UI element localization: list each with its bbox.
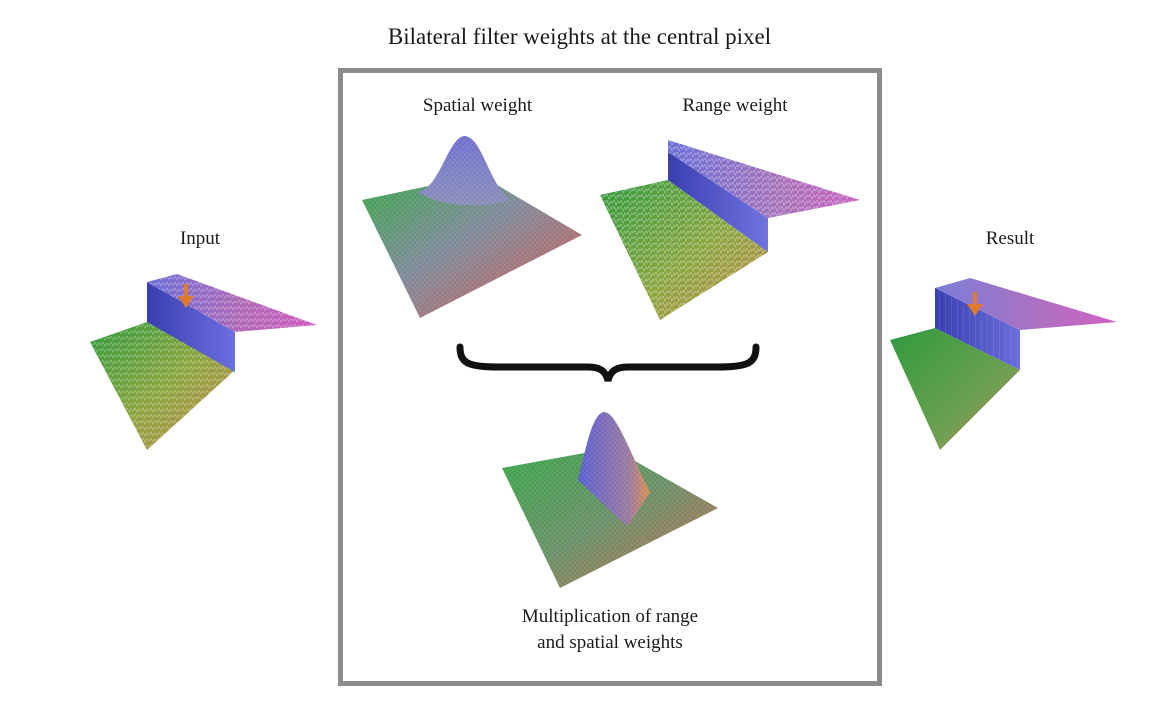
result-label: Result (985, 228, 1035, 249)
range-step-wall (668, 152, 768, 252)
result-arrow-icon (967, 292, 983, 316)
curly-brace (456, 343, 760, 382)
spatial-weight-label: Spatial weight (422, 95, 533, 116)
result-surface-plot (890, 278, 1117, 450)
input-arrow-icon (178, 284, 194, 308)
range-weight-label: Range weight (682, 95, 788, 116)
spatial-weight-plot (362, 136, 582, 318)
product-caption: Multiplication of range and spatial weig… (470, 604, 750, 656)
result-low-plateau (890, 328, 1020, 450)
input-step-wall (147, 282, 235, 372)
input-surface-plot (90, 274, 317, 450)
result-high-plateau (935, 278, 1117, 330)
range-weight-plot (600, 140, 860, 320)
figure-title: Bilateral filter weights at the central … (387, 24, 772, 49)
product-weight-plot (502, 412, 718, 588)
weights-frame (338, 68, 882, 686)
product-caption-line1: Multiplication of range (521, 606, 699, 627)
input-label: Input (179, 228, 221, 249)
product-caption-line2: and spatial weights (537, 632, 683, 653)
